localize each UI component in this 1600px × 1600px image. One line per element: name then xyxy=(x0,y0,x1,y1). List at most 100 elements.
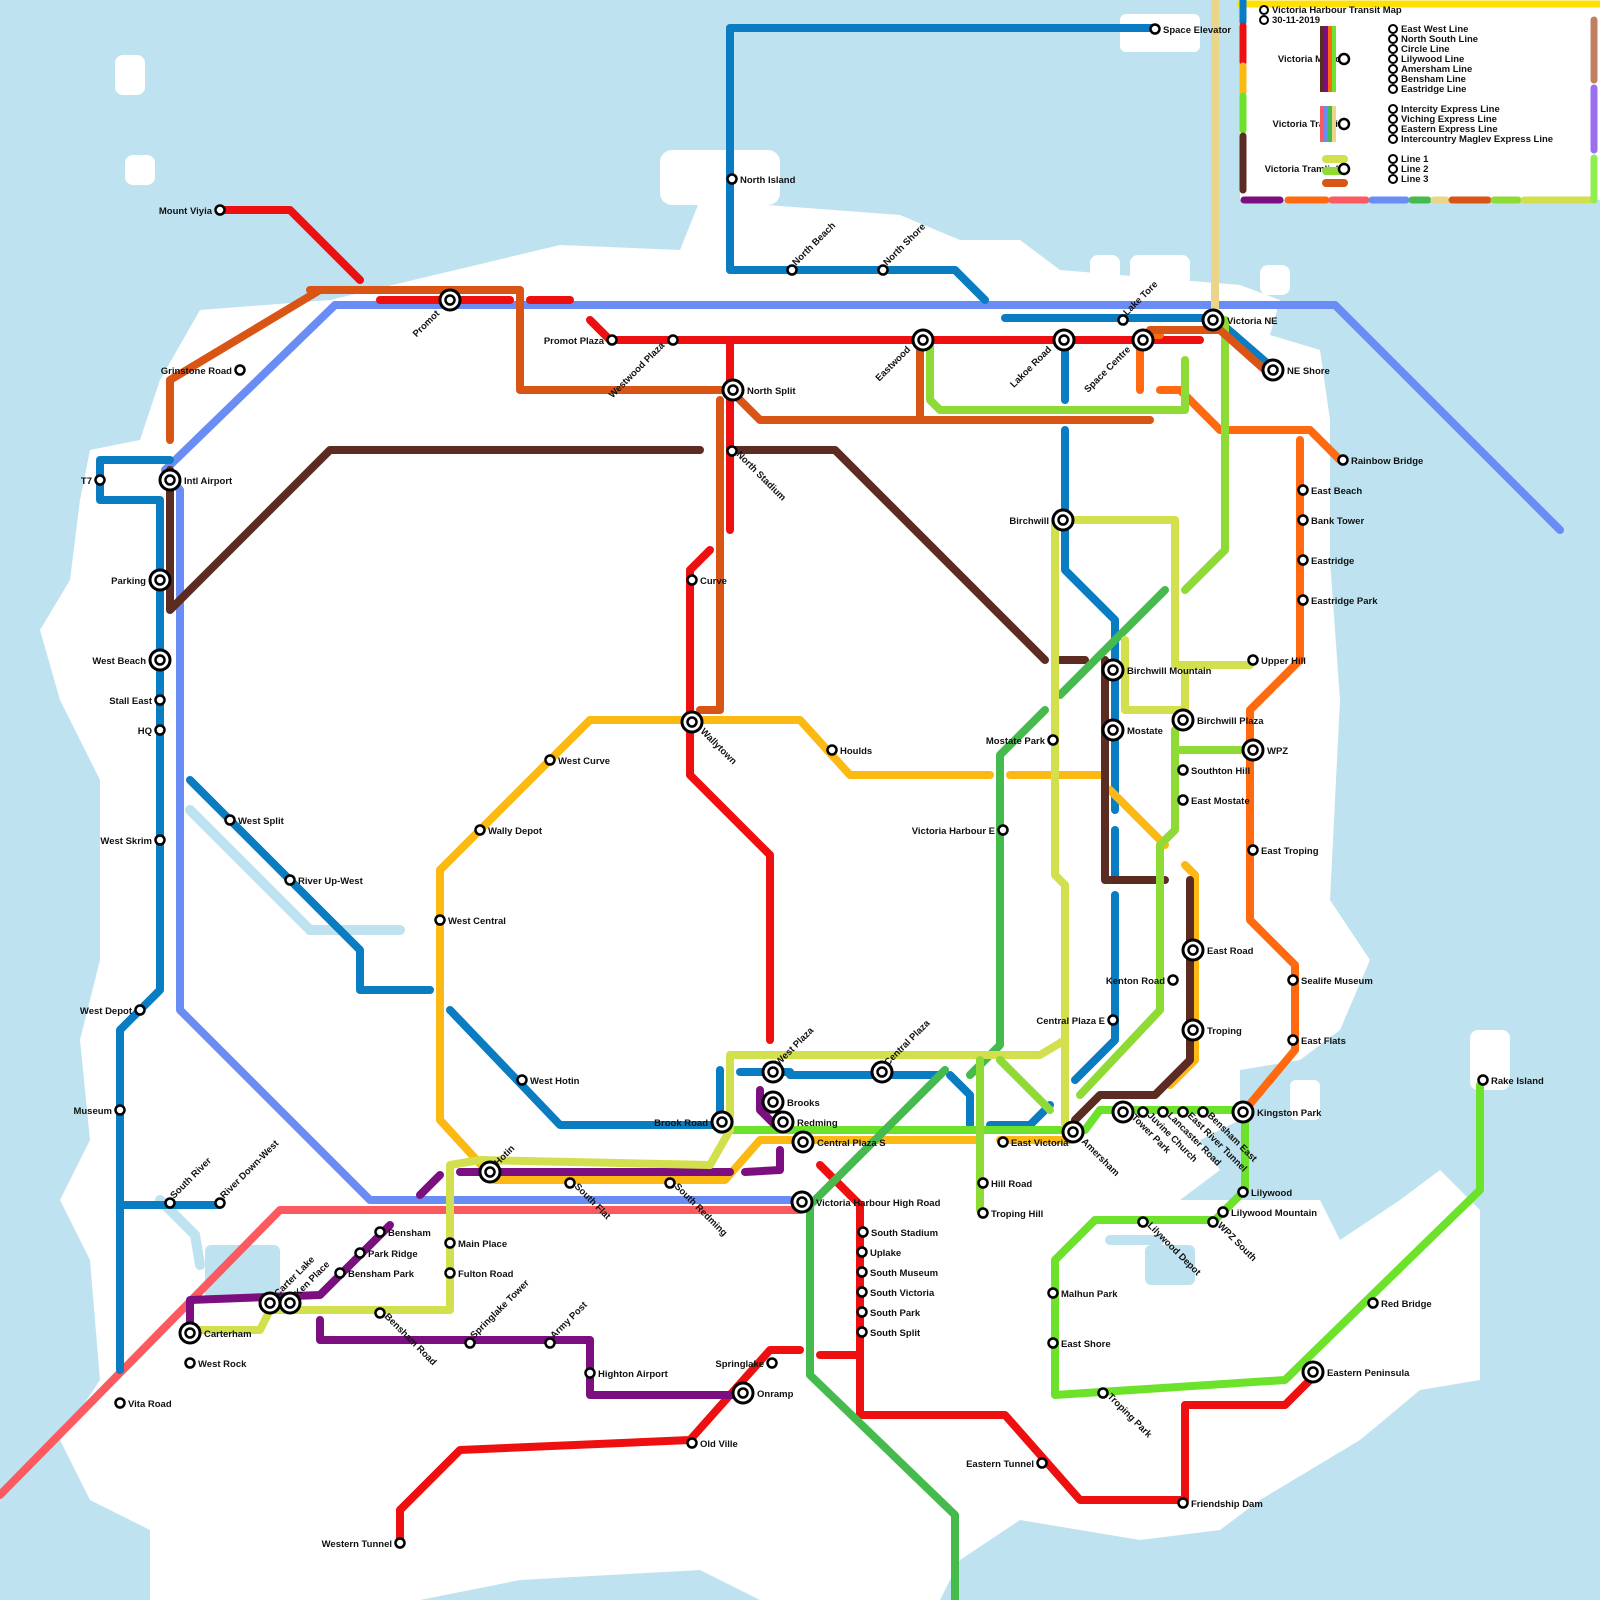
station-friendship-dam[interactable] xyxy=(1179,1499,1188,1508)
station-old-ville[interactable] xyxy=(688,1439,697,1448)
station-park-ridge[interactable] xyxy=(356,1249,365,1258)
station-lilywood-mountain[interactable] xyxy=(1219,1208,1228,1217)
station-south-victoria[interactable] xyxy=(858,1288,867,1297)
legend-line-name: Eastridge Line xyxy=(1401,84,1466,95)
station-label: Central Plaza E xyxy=(1036,1016,1105,1027)
station-south-river[interactable] xyxy=(166,1199,175,1208)
legend-line-bullet xyxy=(1389,55,1397,63)
station-west-skrim[interactable] xyxy=(156,836,165,845)
station-uplake[interactable] xyxy=(858,1248,867,1257)
station-red-bridge[interactable] xyxy=(1369,1299,1378,1308)
station-label: Central Plaza S xyxy=(817,1138,886,1149)
station-springlake[interactable] xyxy=(768,1359,777,1368)
station-western-tunnel[interactable] xyxy=(396,1539,405,1548)
station-rake-island[interactable] xyxy=(1479,1076,1488,1085)
station-museum[interactable] xyxy=(116,1106,125,1115)
legend-line-bullet xyxy=(1389,115,1397,123)
station-bensham-park[interactable] xyxy=(336,1269,345,1278)
station-fulton-road[interactable] xyxy=(446,1269,455,1278)
station-north-island[interactable] xyxy=(728,175,737,184)
station-hq[interactable] xyxy=(156,726,165,735)
station-grinstone-road[interactable] xyxy=(236,366,245,375)
station-victoria-harbour-e[interactable] xyxy=(999,826,1008,835)
station-central-plaza-e[interactable] xyxy=(1109,1016,1118,1025)
station-south-museum[interactable] xyxy=(858,1268,867,1277)
station-label: Birchwill Mountain xyxy=(1127,666,1212,677)
station-east-victoria[interactable] xyxy=(999,1138,1008,1147)
station-springlake-tower[interactable] xyxy=(466,1339,475,1348)
station-east-flats[interactable] xyxy=(1289,1036,1298,1045)
station-label: Park Ridge xyxy=(368,1249,418,1260)
station-t7[interactable] xyxy=(96,476,105,485)
station-troping-hill[interactable] xyxy=(979,1209,988,1218)
station-hill-road[interactable] xyxy=(979,1179,988,1188)
station-interchange-core xyxy=(1069,1128,1078,1137)
station-south-flat[interactable] xyxy=(566,1179,575,1188)
station-lancaster-road[interactable] xyxy=(1159,1108,1168,1117)
station-promot-plaza[interactable] xyxy=(608,336,617,345)
station-highton-airport[interactable] xyxy=(586,1369,595,1378)
station-east-mostate[interactable] xyxy=(1179,796,1188,805)
station-label: T7 xyxy=(81,476,92,487)
station-west-hotin[interactable] xyxy=(518,1076,527,1085)
station-west-split[interactable] xyxy=(226,816,235,825)
station-west-curve[interactable] xyxy=(546,756,555,765)
station-lilywood-depot[interactable] xyxy=(1139,1218,1148,1227)
station-interchange-core xyxy=(1269,366,1278,375)
station-west-central[interactable] xyxy=(436,916,445,925)
station-river-down-west[interactable] xyxy=(216,1199,225,1208)
station-bank-tower[interactable] xyxy=(1299,516,1308,525)
station-lilywood[interactable] xyxy=(1239,1188,1248,1197)
station-army-post[interactable] xyxy=(546,1339,555,1348)
station-stall-east[interactable] xyxy=(156,696,165,705)
station-west-depot[interactable] xyxy=(136,1006,145,1015)
station-east-beach[interactable] xyxy=(1299,486,1308,495)
station-mount-viyia[interactable] xyxy=(216,206,225,215)
station-sealife-museum[interactable] xyxy=(1289,976,1298,985)
station-wpz-south[interactable] xyxy=(1209,1218,1218,1227)
station-main-place[interactable] xyxy=(446,1239,455,1248)
station-mostate-park[interactable] xyxy=(1049,736,1058,745)
station-interchange-core xyxy=(1060,336,1069,345)
station-west-rock[interactable] xyxy=(186,1359,195,1368)
station-interchange-core xyxy=(1139,336,1148,345)
station-kenton-road[interactable] xyxy=(1169,976,1178,985)
station-eastridge[interactable] xyxy=(1299,556,1308,565)
station-interchange-core xyxy=(739,1389,748,1398)
station-vita-road[interactable] xyxy=(116,1399,125,1408)
station-curve[interactable] xyxy=(688,576,697,585)
station-bensham[interactable] xyxy=(376,1228,385,1237)
station-eastridge-park[interactable] xyxy=(1299,596,1308,605)
legend-line-bullet xyxy=(1389,125,1397,133)
legend-line-bullet xyxy=(1389,85,1397,93)
station-troping-park[interactable] xyxy=(1099,1389,1108,1398)
legend-line-bullet xyxy=(1389,35,1397,43)
station-label: Curve xyxy=(700,576,727,587)
station-interchange-core xyxy=(266,1299,275,1308)
station-north-beach[interactable] xyxy=(788,266,797,275)
station-lake-tore[interactable] xyxy=(1119,316,1128,325)
station-wally-depot[interactable] xyxy=(476,826,485,835)
station-south-park[interactable] xyxy=(858,1308,867,1317)
station-north-shore[interactable] xyxy=(879,266,888,275)
station-space-elevator[interactable] xyxy=(1151,25,1160,34)
station-south-stadium[interactable] xyxy=(859,1228,868,1237)
station-bensham-road[interactable] xyxy=(376,1309,385,1318)
station-river-up-west[interactable] xyxy=(286,876,295,885)
station-southton-hill[interactable] xyxy=(1179,766,1188,775)
station-eastern-tunnel[interactable] xyxy=(1038,1459,1047,1468)
station-westwood-plaza[interactable] xyxy=(669,336,678,345)
station-east-river-tunnel[interactable] xyxy=(1179,1108,1188,1117)
station-malhun-park[interactable] xyxy=(1049,1289,1058,1298)
station-north-stadium[interactable] xyxy=(728,447,737,456)
station-south-split[interactable] xyxy=(858,1328,867,1337)
station-rainbow-bridge[interactable] xyxy=(1339,456,1348,465)
station-interchange-core xyxy=(486,1168,495,1177)
station-bensham-east[interactable] xyxy=(1199,1108,1208,1117)
station-upper-hill[interactable] xyxy=(1249,656,1258,665)
station-label: WPZ xyxy=(1267,746,1288,757)
station-east-shore[interactable] xyxy=(1049,1339,1058,1348)
station-houlds[interactable] xyxy=(828,746,837,755)
station-east-troping[interactable] xyxy=(1249,846,1258,855)
station-south-redming[interactable] xyxy=(666,1179,675,1188)
